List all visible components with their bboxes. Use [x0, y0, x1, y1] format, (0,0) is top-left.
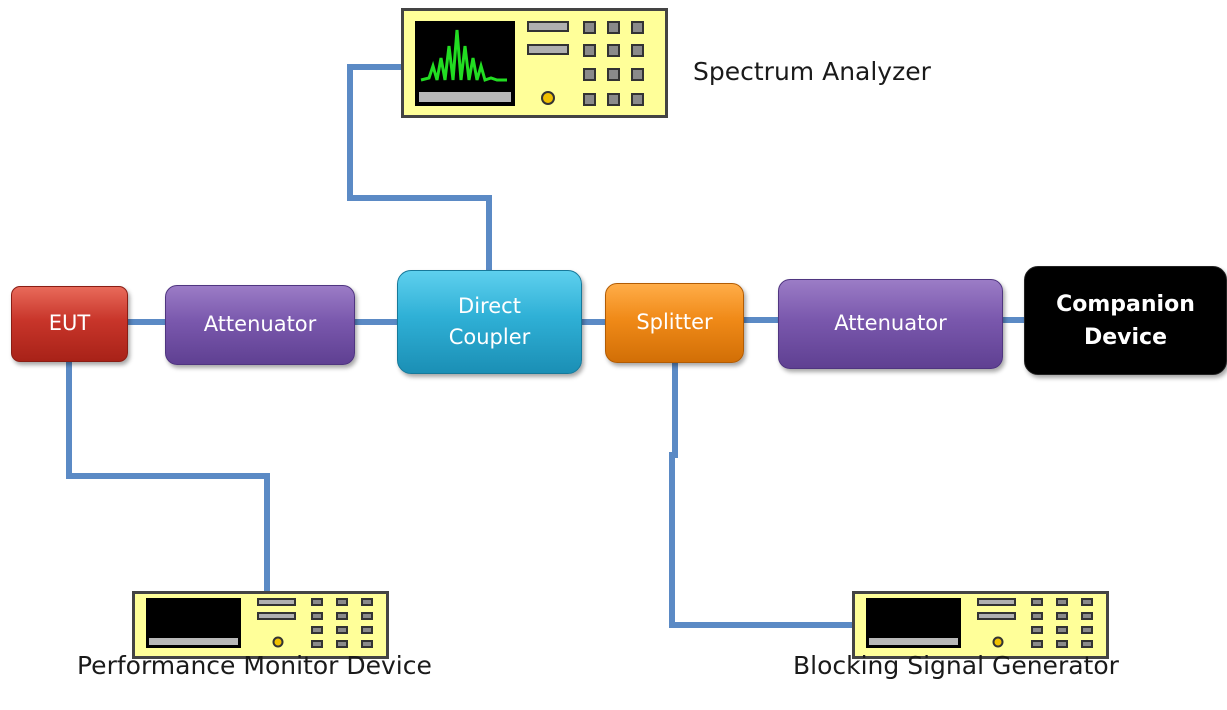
- direct-coupler-label: Direct Coupler: [448, 293, 531, 350]
- direct-coupler-block: Direct Coupler: [397, 270, 582, 374]
- wire-splitter-signal-generator: [669, 362, 852, 628]
- companion-device-block: Companion Device: [1024, 266, 1227, 375]
- performance-monitor-icon: [132, 591, 389, 659]
- attenuator-left-block: Attenuator: [165, 285, 355, 365]
- blocking-signal-generator-label: Blocking Signal Generator: [793, 651, 1119, 680]
- eut-label: EUT: [48, 311, 91, 336]
- eut-block: EUT: [11, 286, 128, 362]
- wire-coupler-spectrum-analyzer: [347, 64, 492, 271]
- companion-device-label: Companion Device: [1056, 291, 1195, 350]
- spectrum-analyzer-label: Spectrum Analyzer: [693, 57, 931, 86]
- attenuator-left-label: Attenuator: [203, 312, 317, 337]
- attenuator-right-label: Attenuator: [834, 311, 947, 336]
- signal-generator-icon: [852, 591, 1109, 659]
- splitter-block: Splitter: [605, 283, 744, 363]
- performance-monitor-label: Performance Monitor Device: [77, 651, 432, 680]
- splitter-label: Splitter: [636, 310, 713, 335]
- spectrum-analyzer-icon: [401, 8, 668, 118]
- attenuator-right-block: Attenuator: [778, 279, 1003, 369]
- wire-eut-performance-monitor: [66, 362, 270, 592]
